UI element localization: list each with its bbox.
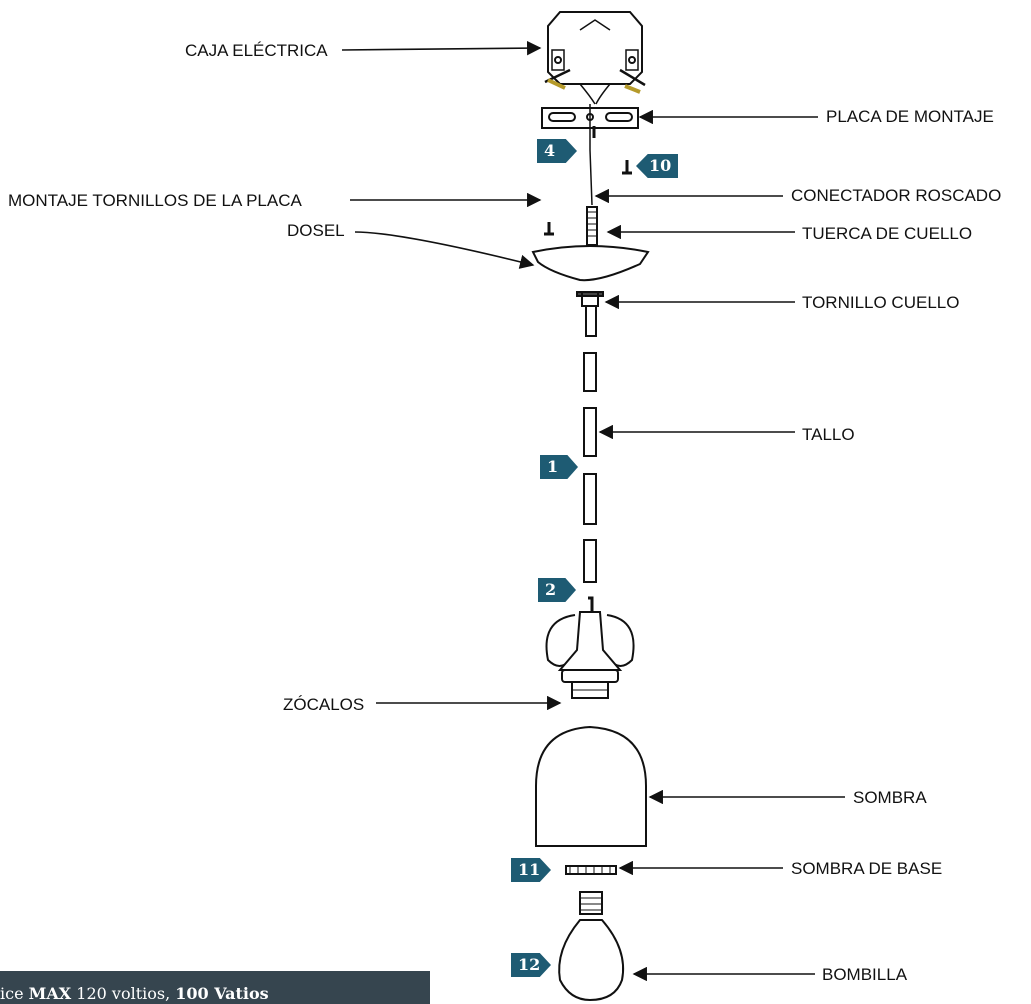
label-bulb: BOMBILLA [822, 965, 908, 984]
label-sockets: ZÓCALOS [283, 695, 365, 714]
spec-prefix: ice [0, 984, 29, 1003]
label-canopy: DOSEL [287, 221, 345, 240]
bulb-drawing [558, 891, 625, 1002]
label-shade-base: SOMBRA DE BASE [791, 859, 943, 878]
shade-drawing [535, 725, 647, 847]
spec-watts: 100 Vatios [175, 984, 269, 1003]
stem-drawing [583, 352, 597, 583]
label-stem: TALLO [802, 425, 855, 444]
label-junction-box: CAJA ELÉCTRICA [185, 41, 328, 60]
socket-cluster-drawing [545, 596, 635, 699]
canopy-drawing [531, 245, 650, 282]
label-shade: SOMBRA [853, 788, 927, 807]
label-plate-screws: MONTAJE TORNILLOS DE LA PLACA [8, 191, 302, 210]
spec-max: MAX [28, 984, 72, 1003]
shade-base-drawing [565, 865, 617, 875]
leader-lines [341, 40, 845, 982]
spec-volts: 120 voltios, [71, 984, 176, 1003]
junction-box-drawing [544, 11, 646, 105]
label-collar-screw: TORNILLO CUELLO [802, 293, 960, 312]
threaded-connector-drawing [586, 206, 598, 246]
spec-bar: ice MAX 120 voltios, 100 Vatios [0, 971, 430, 1004]
collar-screw-drawing [581, 291, 599, 337]
label-mounting-plate: PLACA DE MONTAJE [826, 107, 994, 126]
label-collar-nut: TUERCA DE CUELLO [802, 224, 973, 243]
label-threaded-connector: CONECTADOR ROSCADO [791, 186, 1002, 205]
